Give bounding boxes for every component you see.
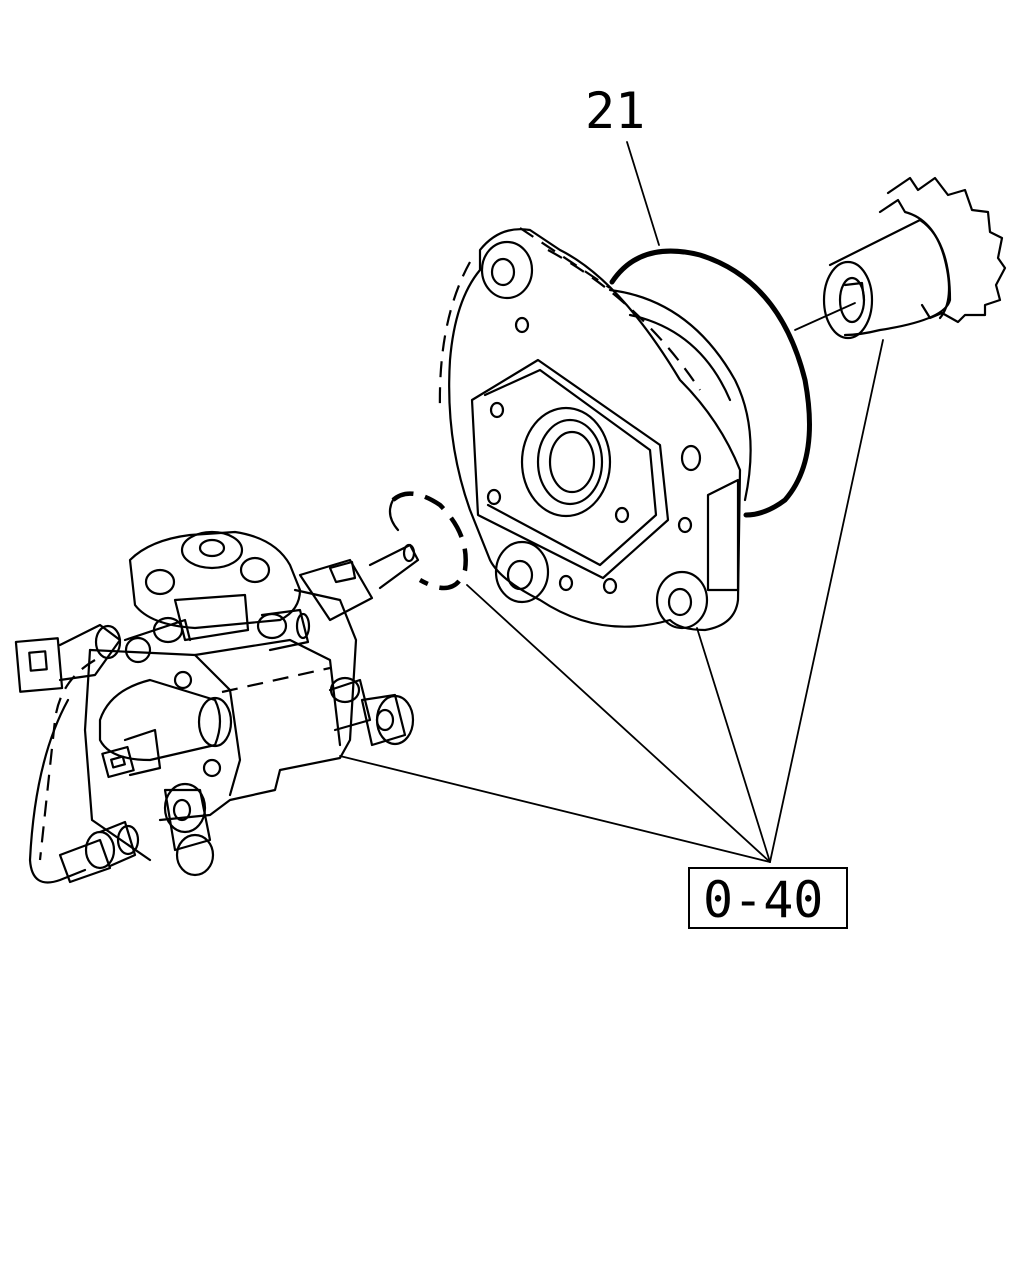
part-number-label: 21	[585, 82, 645, 140]
injection-pump	[14, 530, 420, 884]
large-o-ring	[609, 248, 812, 518]
leader-lines	[339, 141, 884, 863]
reference-label: 0-40	[703, 871, 823, 929]
drive-gear	[822, 176, 1007, 340]
reference-callout[interactable]: 0-40	[688, 867, 848, 929]
pump-flange-plate	[438, 227, 752, 632]
small-o-ring	[388, 491, 468, 591]
part-number-callout: 21	[585, 82, 645, 140]
